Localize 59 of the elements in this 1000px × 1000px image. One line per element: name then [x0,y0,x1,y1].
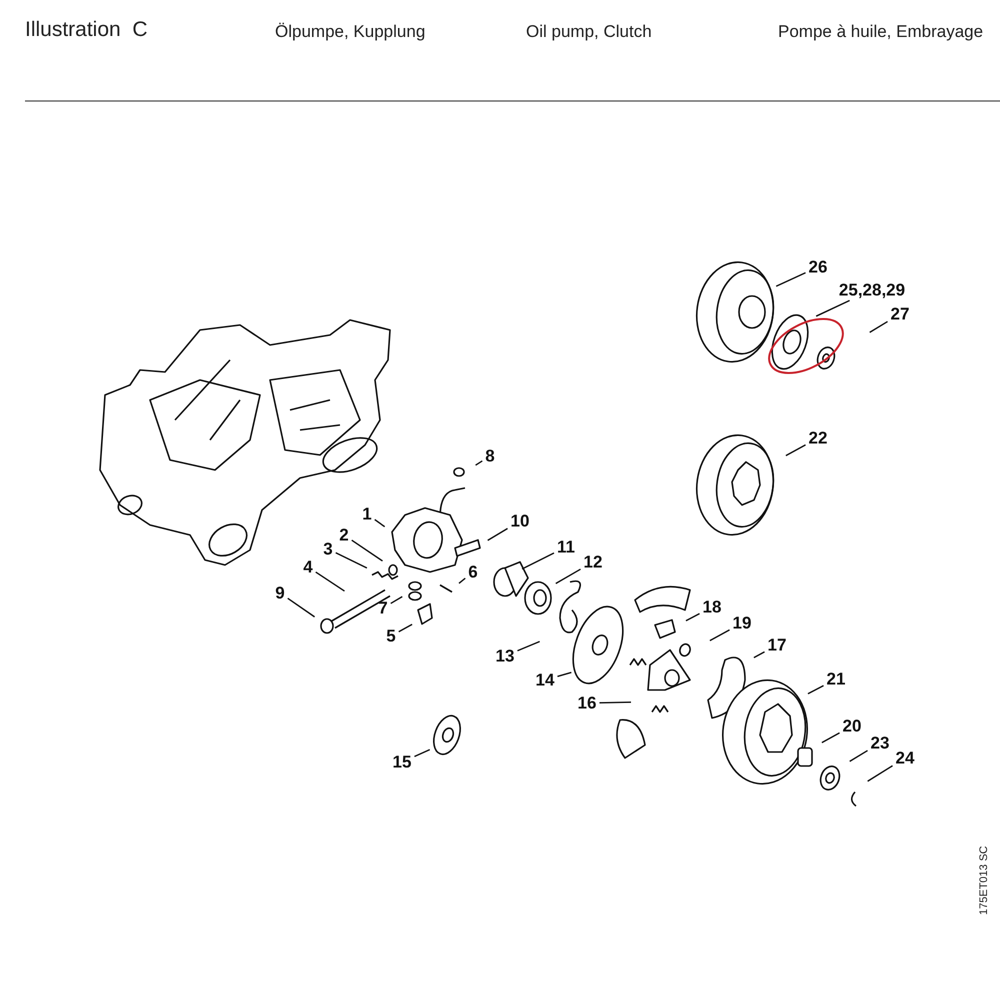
callout-number: 6 [468,564,478,580]
callout-number: 12 [584,554,602,570]
leader-line [808,684,824,694]
callout-number: 19 [732,614,752,632]
leader-line [869,320,888,333]
leader-line [374,519,386,528]
subtitle: Oil pump, Clutch [526,22,652,42]
callout-number: 18 [702,598,722,616]
leader-line [816,300,850,317]
leader-line [849,750,868,762]
leader-line [335,552,368,569]
leader-line [599,701,632,704]
leader-line [398,624,412,632]
callout-number: 15 [392,754,412,770]
leader-line [487,528,508,541]
leader-line [822,732,840,744]
leader-line [754,651,765,658]
callout-number: 10 [510,512,530,530]
leader-line [287,598,315,618]
callout-number: 1 [362,506,372,522]
callout-number: 11 [557,538,575,556]
callout-number: 27 [890,306,910,322]
title: Illustration C [25,18,148,42]
subtitle: Ölpumpe, Kupplung [275,22,426,42]
leader-line [414,749,430,758]
callout-number: 23 [870,734,890,752]
leader-line [458,578,466,584]
callout-number: 4 [303,558,313,576]
callout-number: 21 [826,670,846,688]
callout-number: 26 [808,258,828,276]
callout-number: 24 [896,750,914,766]
callout-number: 25,28,29 [838,282,906,298]
callout-number: 8 [485,448,495,464]
leader-line [315,572,345,592]
leader-line [522,552,554,570]
drawing-code: 175ET013 SC [978,846,990,915]
leader-line [776,272,806,287]
subtitle: Pompe à huile, Embrayage [778,22,984,42]
leader-line [786,444,806,456]
callout-number: 16 [578,694,596,712]
callout-number: 20 [842,718,862,734]
callout-number: 17 [768,636,786,654]
callout-number: 3 [323,540,333,558]
callout-number: 2 [339,526,349,544]
leader-line [557,672,572,678]
callout-number: 22 [808,430,828,446]
leader-line [867,765,893,782]
leader-line [555,568,581,584]
callout-number: 9 [275,584,285,602]
callout-number: 5 [386,628,396,644]
leader-line [351,540,383,562]
callout-number: 14 [536,672,554,688]
callout-number: 7 [378,600,388,616]
leader-line [686,612,700,622]
leader-line [390,596,403,604]
callout-number: 13 [496,648,514,664]
leader-line [475,460,483,466]
leader-line [517,640,540,652]
leader-line [710,629,730,642]
